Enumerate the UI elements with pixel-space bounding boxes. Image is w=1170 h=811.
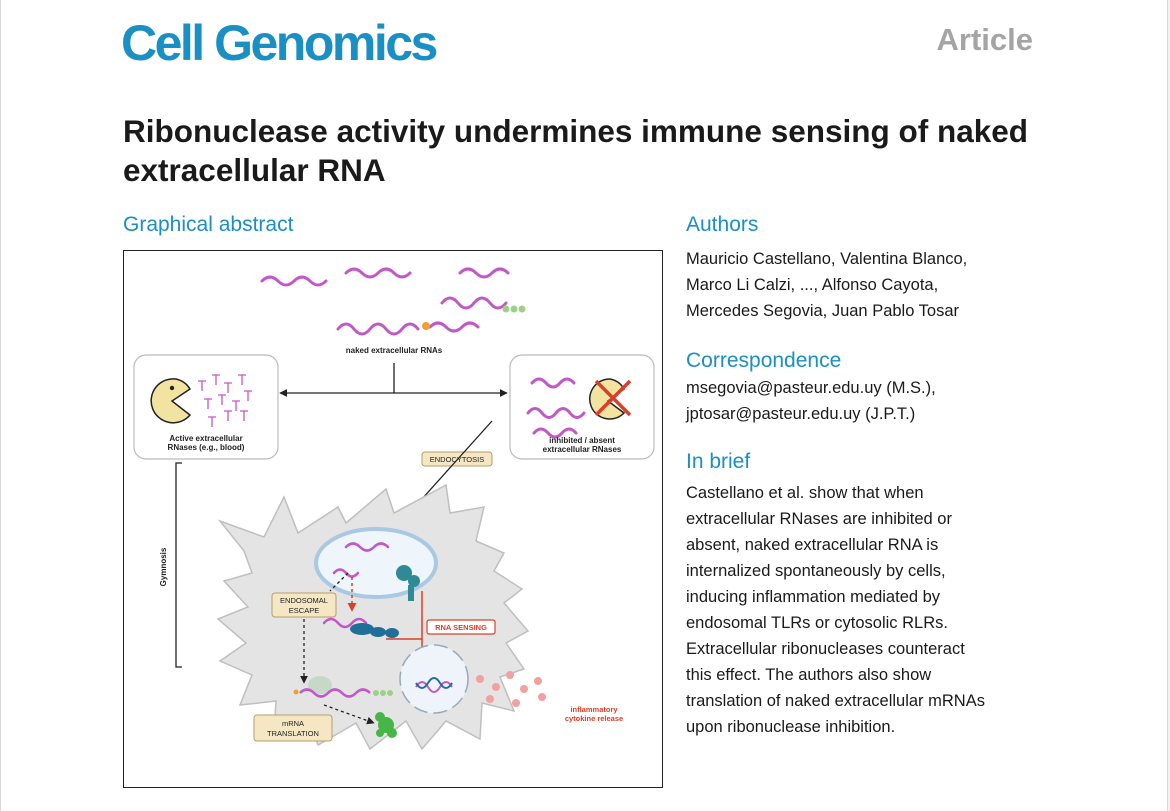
correspondence-heading: Correspondence xyxy=(686,349,842,372)
naked-rna-strands xyxy=(260,267,510,336)
in-brief-line: Extracellular ribonucleases counteract xyxy=(686,640,965,658)
authors-line[interactable]: Mauricio Castellano, Valentina Blanco, xyxy=(686,250,968,268)
in-brief-line: inducing inflammation mediated by xyxy=(686,588,941,606)
naked-rna-label: naked extracellular RNAs xyxy=(346,346,443,355)
rlr-receptor-icon xyxy=(350,623,399,638)
article-type-label: Article xyxy=(936,22,1033,57)
endosomal-escape-tag xyxy=(271,592,337,618)
inhibited-rnases-label-line2: extracellular RNases xyxy=(543,445,622,454)
in-brief-line: extracellular RNases are inhibited or xyxy=(686,510,952,528)
in-brief-heading: In brief xyxy=(686,450,751,473)
cap-icon xyxy=(422,322,430,330)
gymnosis-bracket xyxy=(175,462,182,668)
cell-body xyxy=(216,483,530,751)
in-brief-text: Castellano et al. show that when extrace… xyxy=(686,480,985,740)
protein-icon xyxy=(375,712,397,738)
cytokine-label-line1: inflammatory xyxy=(570,705,618,714)
in-brief-line: internalized spontaneously by cells, xyxy=(686,562,946,580)
cytokine-dots xyxy=(476,671,546,707)
graphical-abstract-svg: naked extracellular RNAs Active extracel… xyxy=(133,267,655,751)
inhibited-rnases-label-line1: inhibited / absent xyxy=(549,436,615,445)
graphical-abstract-heading: Graphical abstract xyxy=(123,213,294,236)
active-rnases-label-line2: RNases (e.g., blood) xyxy=(168,443,245,452)
in-brief-line: upon ribonuclease inhibition. xyxy=(686,718,896,736)
authors-line[interactable]: Marco Li Calzi, ..., Alfonso Cayota, xyxy=(686,276,939,294)
graphical-abstract-figure: naked extracellular RNAs Active extracel… xyxy=(123,250,663,788)
gymnosis-label: Gymnosis xyxy=(159,547,168,586)
dna-icon xyxy=(415,677,453,693)
tlr-receptor-icon xyxy=(396,565,420,601)
in-brief-line: endosomal TLRs or cytosolic RLRs. xyxy=(686,614,948,632)
in-brief-line: this effect. The authors also show xyxy=(686,666,932,684)
ribosome-icon xyxy=(308,676,332,694)
authors-line[interactable]: Mercedes Segovia, Juan Pablo Tosar xyxy=(686,302,960,320)
inhibit-cross-icon xyxy=(594,379,632,417)
polya-tail-icon xyxy=(502,305,526,313)
in-brief-line: Castellano et al. show that when xyxy=(686,484,924,502)
authors-list: Mauricio Castellano, Valentina Blanco, M… xyxy=(686,246,967,324)
mrna-translation-label-line1: mRNA xyxy=(282,719,304,728)
correspondence-email[interactable]: msegovia@pasteur.edu.uy (M.S.), xyxy=(686,379,936,397)
endosomal-escape-label-line2: ESCAPE xyxy=(289,606,319,615)
rna-fragments-icon xyxy=(198,374,252,427)
intact-rna-icon xyxy=(526,377,586,439)
rna-sensing-label: RNA SENSING xyxy=(435,623,487,632)
correspondence-email[interactable]: jptosar@pasteur.edu.uy (J.P.T.) xyxy=(686,405,916,423)
active-rnases-label-line1: Active extracellular xyxy=(169,434,242,443)
cytokine-label-line2: cytokine release xyxy=(565,714,623,723)
in-brief-line: absent, naked extracellular RNA is xyxy=(686,536,939,554)
mrna-translation-label-line2: TRANSLATION xyxy=(267,729,319,738)
journal-logo[interactable]: Cell Genomics xyxy=(121,15,438,71)
article-title: Ribonuclease activity undermines immune … xyxy=(123,113,1028,188)
correspondence-list: msegovia@pasteur.edu.uy (M.S.), jptosar@… xyxy=(686,375,936,427)
mrna-translation-tag xyxy=(253,714,333,742)
authors-heading: Authors xyxy=(686,213,759,236)
in-brief-line: translation of naked extracellular mRNAs xyxy=(686,692,985,710)
rna-sensing-tag xyxy=(426,619,496,635)
endosomal-escape-label-line1: ENDOSOMAL xyxy=(280,596,328,605)
rnase-pacman-icon xyxy=(150,378,192,424)
